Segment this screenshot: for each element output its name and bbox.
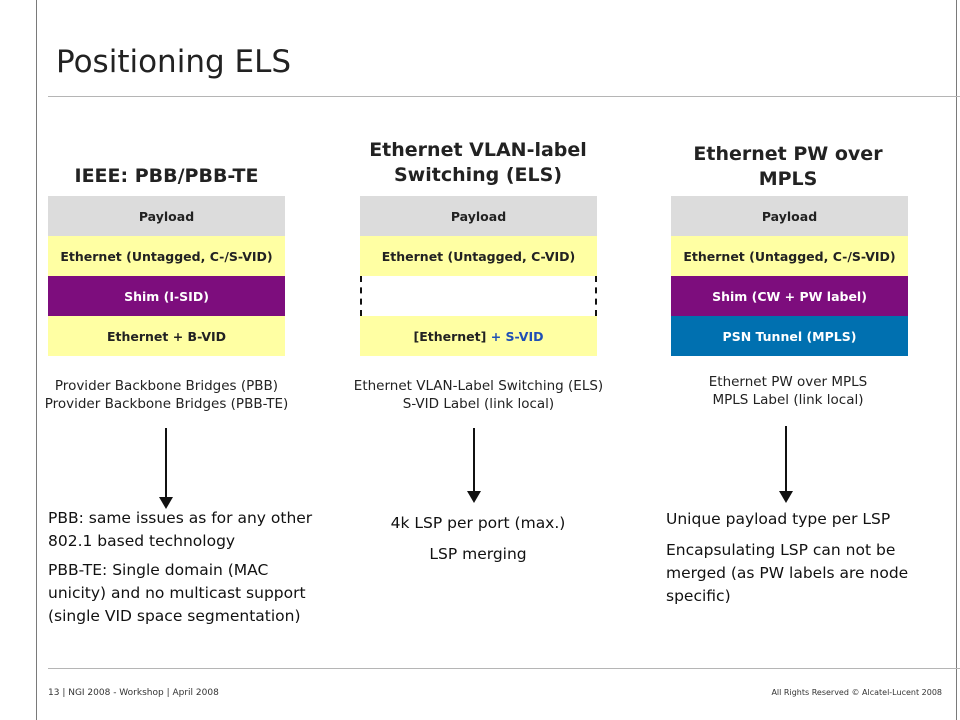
caption-pbb: Provider Backbone Bridges (PBB) Provider… [20,377,313,413]
caption-line: Provider Backbone Bridges (PBB-TE) [44,396,289,412]
protocol-stack-pbb: Payload Ethernet (Untagged, C-/S-VID) Sh… [48,196,285,356]
note-item: PBB: same issues as for any other 802.1 … [48,509,313,550]
caption-pw-mpls: Ethernet PW over MPLS MPLS Label (link l… [660,373,916,409]
layer-ethernet-svid: [Ethernet] + S-VID [360,316,597,356]
column-heading-els: Ethernet VLAN-label Switching (ELS) [340,138,616,188]
caption-line: S-VID Label (link local) [402,396,555,412]
notes-els: 4k LSP per port (max.) LSP merging [370,512,586,572]
slide-title: Positioning ELS [56,44,292,80]
notes-pw-mpls: Unique payload type per LSP Encapsulatin… [666,508,938,614]
slide-border-right [956,0,957,720]
protocol-stack-els: Payload Ethernet (Untagged, C-VID) [Ethe… [360,196,597,356]
notes-pbb: PBB: same issues as for any other 802.1 … [48,507,320,634]
layer-ethernet-untagged: Ethernet (Untagged, C-/S-VID) [48,236,285,276]
note-item: Encapsulating LSP can not be merged (as … [666,541,909,605]
column-heading-pbb: IEEE: PBB/PBB-TE [74,165,259,187]
protocol-stack-pw-mpls: Payload Ethernet (Untagged, C-/S-VID) Sh… [671,196,908,356]
caption-els: Ethernet VLAN-Label Switching (ELS) S-VI… [330,377,627,413]
caption-line: Ethernet PW over MPLS [708,374,868,390]
footer-divider [48,668,960,669]
caption-line: Ethernet VLAN-Label Switching (ELS) [353,378,604,394]
layer-payload: Payload [360,196,597,236]
down-arrow-pw-mpls [779,426,793,503]
svid-label: + S-VID [490,328,544,344]
heading-line: Ethernet VLAN-label [369,139,587,161]
layer-shim-cw-pw: Shim (CW + PW label) [671,276,908,316]
footer-copyright: All Rights Reserved © Alcatel-Lucent 200… [771,688,942,697]
layer-ethernet-bvid: Ethernet + B-VID [48,316,285,356]
title-divider [48,96,960,97]
layer-empty-shim [360,276,597,316]
note-item: 4k LSP per port (max.) [390,514,566,532]
column-heading-pw-mpls: Ethernet PW over MPLS [660,142,916,192]
slide-border-left [36,0,37,720]
caption-line: Provider Backbone Bridges (PBB) [54,378,279,394]
heading-line: Ethernet PW over [693,143,883,165]
note-item: PBB-TE: Single domain (MAC unicity) and … [48,561,306,625]
layer-payload: Payload [671,196,908,236]
layer-psn-tunnel: PSN Tunnel (MPLS) [671,316,908,356]
note-item: LSP merging [429,545,527,563]
down-arrow-pbb [159,428,173,509]
heading-line: Switching (ELS) [393,164,562,186]
layer-ethernet-label: [Ethernet] [413,328,487,344]
heading-line: MPLS [758,168,818,190]
footer-slide-info: 13 | NGI 2008 - Workshop | April 2008 [48,688,219,698]
layer-ethernet-untagged: Ethernet (Untagged, C-/S-VID) [671,236,908,276]
layer-shim-isid: Shim (I-SID) [48,276,285,316]
note-item: Unique payload type per LSP [666,510,891,528]
layer-ethernet-untagged: Ethernet (Untagged, C-VID) [360,236,597,276]
caption-line: MPLS Label (link local) [712,392,864,408]
layer-payload: Payload [48,196,285,236]
down-arrow-els [467,428,481,503]
